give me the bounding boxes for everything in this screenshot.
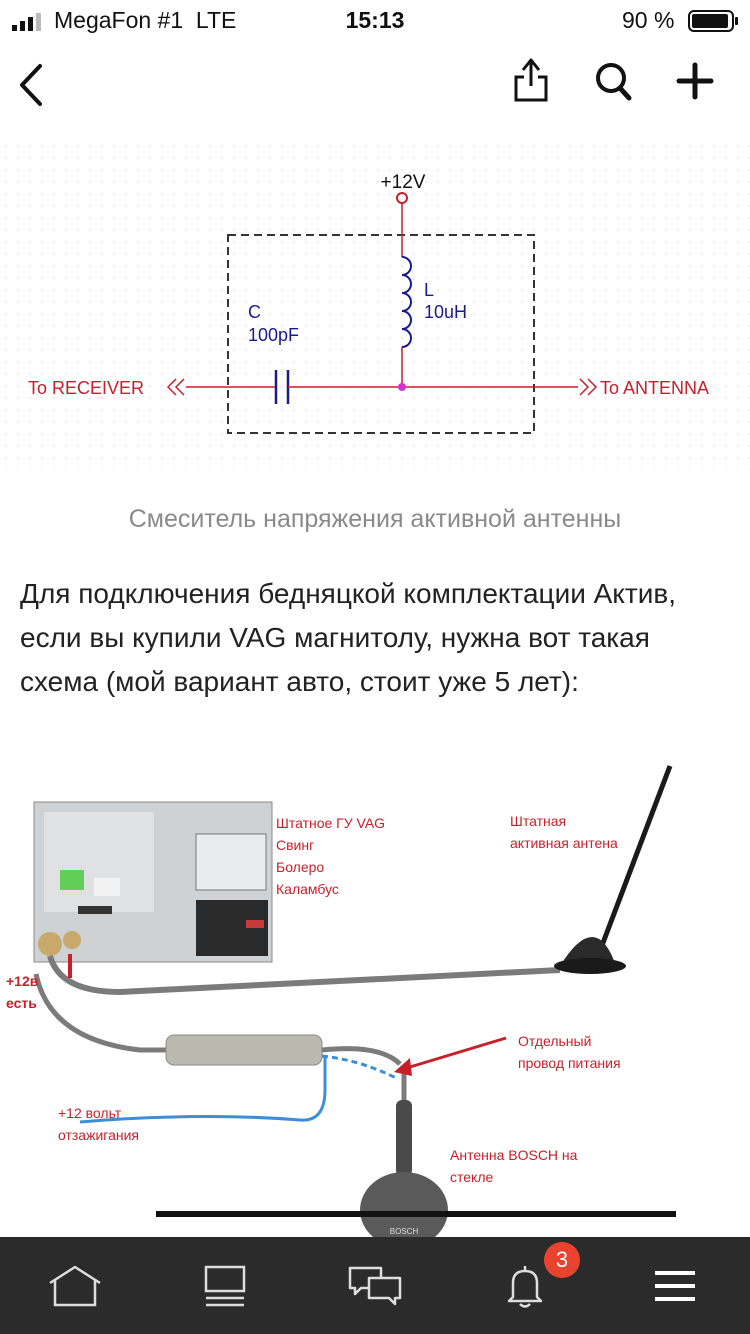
antenna-mixer-schematic: +12V L 10uH C 100pF To RECEIVER To ANTEN… bbox=[28, 172, 709, 434]
menu-icon bbox=[655, 1270, 695, 1301]
separate-power-label-2: провод питания bbox=[518, 1055, 621, 1071]
feed-icon bbox=[204, 1265, 246, 1306]
ignition-label-1: +12 вольт bbox=[58, 1105, 122, 1121]
antenna-socket bbox=[38, 932, 62, 956]
inductor-symbol bbox=[401, 256, 412, 348]
bottom-tab-bar bbox=[0, 1237, 750, 1334]
capacitor-letter: C bbox=[248, 302, 261, 322]
tab-home[interactable] bbox=[20, 1237, 130, 1334]
bosch-label-2: стекле bbox=[450, 1169, 493, 1185]
battery-percent: 90 % bbox=[622, 7, 675, 33]
tab-feed[interactable] bbox=[170, 1237, 280, 1334]
image-caption: Смеситель напряжения активной антенны bbox=[128, 505, 622, 533]
signal-icon bbox=[12, 13, 41, 31]
adapter-cylinder bbox=[165, 1034, 323, 1066]
status-time: 15:13 bbox=[345, 7, 405, 33]
home-icon bbox=[49, 1265, 101, 1306]
back-chevron-icon[interactable] bbox=[14, 62, 50, 108]
green-sticker bbox=[60, 870, 84, 890]
antenna-label-2: активная антена bbox=[510, 835, 618, 851]
notification-badge: 3 bbox=[544, 1242, 580, 1278]
receiver-port-label: To RECEIVER bbox=[28, 378, 144, 398]
messages-icon bbox=[348, 1266, 402, 1305]
tab-messages[interactable] bbox=[320, 1237, 430, 1334]
ignition-label-2: отзажигания bbox=[58, 1127, 139, 1143]
antenna-port-label: To ANTENNA bbox=[600, 378, 709, 398]
wiring-diagram-image: BOSCH Штатное ГУ VAG Свинг Болеро Каламб… bbox=[0, 760, 750, 1248]
inductor-letter: L bbox=[424, 280, 434, 300]
status-bar: MegaFon #1 LTE 15:13 90 % bbox=[0, 0, 750, 40]
bosch-label-1: Антенна BOSCH на bbox=[450, 1147, 578, 1163]
search-icon[interactable] bbox=[594, 60, 634, 104]
share-icon[interactable] bbox=[510, 56, 552, 104]
bosch-antenna bbox=[360, 1172, 448, 1248]
separate-power-label-1: Отдельный bbox=[518, 1033, 591, 1049]
plus12-label-2: есть bbox=[6, 995, 37, 1011]
head-unit-label-4: Каламбус bbox=[276, 881, 339, 897]
head-unit-label-3: Болеро bbox=[276, 859, 324, 875]
head-unit-label-1: Штатное ГУ VAG bbox=[276, 815, 385, 831]
carrier-label: MegaFon #1 LTE bbox=[54, 7, 237, 33]
inductor-value: 10uH bbox=[424, 302, 467, 322]
article-paragraph: Для подключения бедняцкой комплектации А… bbox=[20, 578, 676, 697]
schematic-image: +12V L 10uH C 100pF To RECEIVER To ANTEN… bbox=[0, 140, 750, 470]
battery-icon bbox=[688, 10, 738, 32]
wiring-diagram: BOSCH Штатное ГУ VAG Свинг Болеро Каламб… bbox=[6, 765, 676, 1248]
head-unit-label-2: Свинг bbox=[276, 837, 314, 853]
bell-icon bbox=[507, 1265, 543, 1308]
antenna-label-1: Штатная bbox=[510, 813, 566, 829]
plus12-label-1: +12в bbox=[6, 973, 39, 989]
capacitor-value: 100pF bbox=[248, 325, 299, 345]
ignition-wire bbox=[79, 1056, 327, 1124]
supply-label: +12V bbox=[381, 172, 426, 193]
bosch-brand: BOSCH bbox=[390, 1227, 419, 1236]
antenna-mast bbox=[595, 765, 673, 957]
tab-notifications[interactable] bbox=[470, 1237, 580, 1334]
add-icon[interactable] bbox=[676, 62, 714, 100]
tab-menu[interactable] bbox=[620, 1237, 730, 1334]
antenna-cable bbox=[47, 955, 561, 996]
junction-node bbox=[398, 383, 406, 391]
